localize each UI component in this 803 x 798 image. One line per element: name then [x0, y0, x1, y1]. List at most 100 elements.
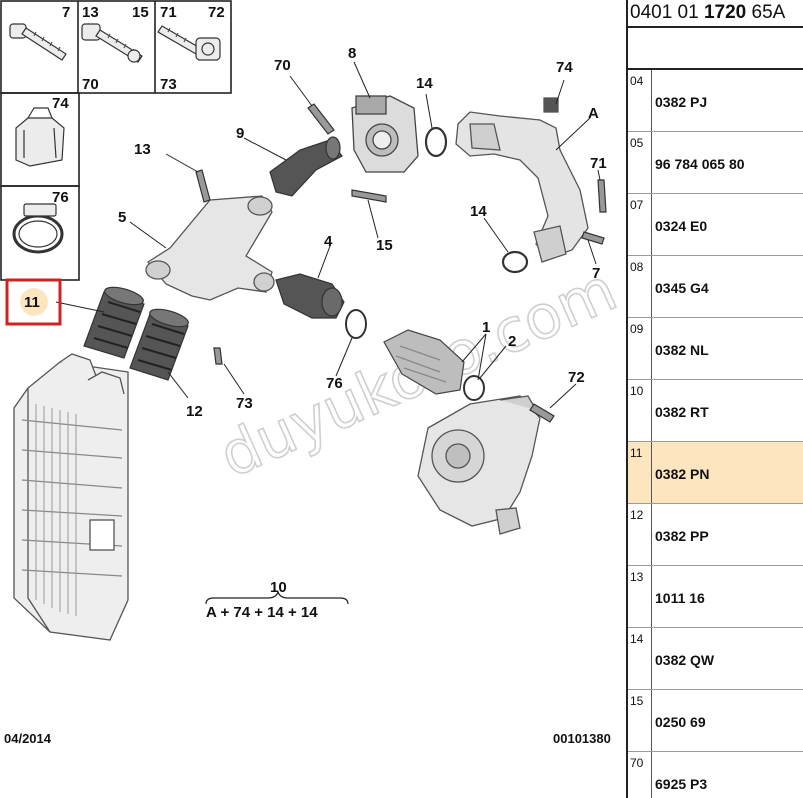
- inset-label-70: 70: [82, 76, 99, 93]
- header-suffix: 65A: [746, 2, 786, 23]
- bolt-drawings: [195, 103, 607, 423]
- hose-11-drawing: [83, 286, 145, 359]
- parts-list-header: 0401 01 1720 65A: [628, 0, 803, 28]
- row-part-number[interactable]: 0382 RT: [655, 404, 709, 420]
- row-ref: 04: [628, 70, 652, 131]
- parts-list-subheader: [628, 28, 803, 70]
- callout-1[interactable]: 1: [482, 319, 490, 336]
- date-code: 04/2014: [4, 731, 52, 746]
- inset-label-7: 7: [62, 4, 70, 21]
- row-part-number[interactable]: 0382 PJ: [655, 94, 708, 110]
- callout-76[interactable]: 76: [326, 375, 343, 392]
- row-part-number[interactable]: 0250 69: [655, 714, 706, 730]
- callout-72[interactable]: 72: [568, 369, 585, 386]
- callout-A[interactable]: A: [588, 105, 599, 122]
- callout-8[interactable]: 8: [348, 45, 356, 62]
- row-part-number[interactable]: 6925 P3: [655, 776, 708, 792]
- row-part-number[interactable]: 0382 QW: [655, 652, 715, 668]
- row-ref: 13: [628, 566, 652, 627]
- callout-13[interactable]: 13: [134, 141, 151, 158]
- callout-9[interactable]: 9: [236, 125, 244, 142]
- row-ref: 09: [628, 318, 652, 379]
- diagram-canvas: 7 13 15 70 71 72 73 74 76 duyukoto.com: [0, 0, 626, 746]
- callout-71[interactable]: 71: [590, 155, 607, 172]
- row-ref: 08: [628, 256, 652, 317]
- inset-label-13: 13: [82, 4, 99, 21]
- callout-15[interactable]: 15: [376, 237, 393, 254]
- selection-highlight-box: [5, 278, 62, 326]
- callout-14-lower[interactable]: 14: [470, 203, 487, 220]
- header-prefix: 0401 01: [630, 2, 704, 23]
- selected-callout-badge: [20, 288, 48, 316]
- row-ref: 14: [628, 628, 652, 689]
- callout-14-upper[interactable]: 14: [416, 75, 433, 92]
- hose-clamp-76-icon: [12, 203, 64, 254]
- row-ref: 15: [628, 690, 652, 751]
- callout-5[interactable]: 5: [118, 209, 126, 226]
- callout-73[interactable]: 73: [236, 395, 253, 412]
- row-ref: 10: [628, 380, 652, 441]
- pipe-1-drawing: [383, 329, 465, 395]
- header-bold: 1720: [703, 2, 747, 23]
- inset-label-71: 71: [160, 4, 177, 21]
- callout-7[interactable]: 7: [592, 265, 600, 282]
- row-part-number[interactable]: 0382 PN: [655, 466, 710, 482]
- inset-label-15: 15: [132, 4, 149, 21]
- callout-11-selected[interactable]: 11: [5, 278, 62, 326]
- kit-brace: [205, 590, 349, 605]
- callout-74[interactable]: 74: [556, 59, 573, 76]
- intercooler-drawing: [13, 353, 129, 641]
- row-part-number[interactable]: 0382 PP: [655, 528, 709, 544]
- air-pipe-5-drawing: [145, 195, 275, 301]
- inset-label-74: 74: [52, 95, 69, 112]
- row-ref: 07: [628, 194, 652, 255]
- kit-formula: A + 74 + 14 + 14: [206, 604, 318, 621]
- exploded-parts-diagram: 7 13 15 70 71 72 73 74 76 duyukoto.com: [0, 0, 626, 746]
- callout-2[interactable]: 2: [508, 333, 516, 350]
- drawing-number: 00101380: [553, 731, 611, 746]
- o-ring-2-drawing: [463, 375, 485, 401]
- turbocharger-drawing: [417, 395, 541, 535]
- row-ref: 11: [628, 442, 652, 503]
- row-part-number[interactable]: 0345 G4: [655, 280, 709, 296]
- callout-12[interactable]: 12: [186, 403, 203, 420]
- bolt-7-icon: [9, 23, 67, 61]
- inset-label-73: 73: [160, 76, 177, 93]
- clamp-76-drawing: [345, 309, 367, 339]
- hose-12-drawing: [129, 308, 189, 381]
- row-part-number[interactable]: 0382 NL: [655, 342, 709, 358]
- bolt-13-15-icon: [81, 23, 143, 63]
- bolt-71-72-73-icon: [157, 25, 221, 61]
- clip-74-icon: [15, 107, 65, 167]
- row-part-number[interactable]: 0324 E0: [655, 218, 708, 234]
- throttle-body-8-drawing: [351, 95, 419, 173]
- callout-leader-lines: [55, 61, 601, 409]
- inset-label-72: 72: [208, 4, 225, 21]
- callout-70[interactable]: 70: [274, 57, 291, 74]
- o-ring-14-drawings: [424, 126, 529, 274]
- callout-4[interactable]: 4: [324, 233, 333, 250]
- row-part-number[interactable]: 96 784 065 80: [655, 156, 745, 172]
- callout-11[interactable]: 11: [24, 294, 40, 311]
- kit-number: 10: [270, 579, 287, 596]
- row-part-number[interactable]: 1011 16: [655, 590, 705, 606]
- row-ref: 05: [628, 132, 652, 193]
- row-ref: 12: [628, 504, 652, 565]
- row-ref: 70: [628, 752, 652, 798]
- hose-4-drawing: [275, 273, 345, 319]
- fastener-inset-grid: [0, 0, 232, 281]
- inset-label-76: 76: [52, 189, 69, 206]
